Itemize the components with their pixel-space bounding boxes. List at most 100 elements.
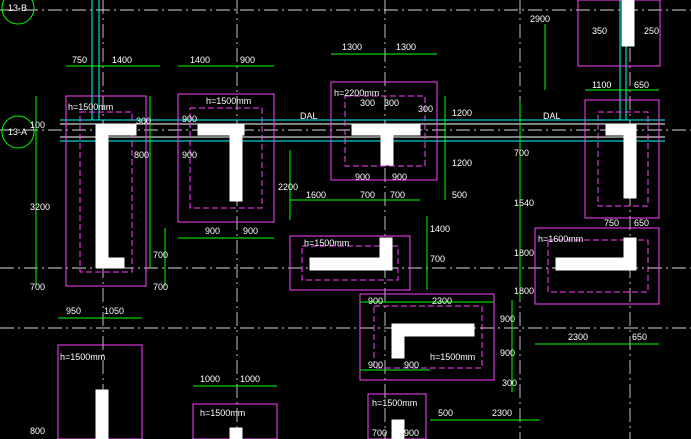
cap-label-4: h=1600mm [538, 234, 583, 244]
wall-top[interactable] [621, 0, 635, 47]
dimension-text: 700 [360, 190, 375, 200]
pile-cap-top[interactable] [577, 0, 661, 67]
wall-4a[interactable] [605, 124, 637, 136]
dimension-text: 900 [368, 296, 383, 306]
cap-label-6: h=1500mm [430, 352, 475, 362]
dimension-text: 900 [240, 55, 255, 65]
dimension-text: 650 [634, 218, 649, 228]
cap-label-5: h=1500mm [304, 238, 349, 248]
dimension-text: 250 [644, 26, 659, 36]
wall-2b[interactable] [229, 134, 243, 202]
dimension-text: 700 [372, 428, 387, 438]
dimension-text: 900 [500, 348, 515, 358]
dimension-text: 900 [205, 226, 220, 236]
pile-cap-5[interactable] [289, 235, 411, 291]
cap-label-3: h=2200mm [334, 88, 379, 98]
dimension-lines [35, 24, 659, 421]
dimension-text: 900 [355, 172, 370, 182]
cap-height-labels: h=1500mm h=1500mm h=2200mm h=1600mm h=15… [60, 88, 583, 418]
axis-bubble-13b[interactable]: 13-B [1, 0, 35, 25]
dimension-text: 1400 [430, 224, 450, 234]
core-walls [95, 0, 637, 439]
dimension-text: 900 [243, 226, 258, 236]
wall-3b[interactable] [380, 134, 394, 166]
wall-2a[interactable] [197, 124, 245, 136]
wall-1c[interactable] [107, 257, 125, 269]
wall-5a[interactable] [309, 257, 393, 271]
dimension-text: 350 [592, 26, 607, 36]
pile-cap-6[interactable] [534, 227, 660, 305]
wall-9[interactable] [229, 427, 243, 439]
dimension-text: 300 [384, 98, 399, 108]
dimension-text: 750 [72, 55, 87, 65]
pile-cap-7[interactable] [359, 293, 495, 381]
dimension-text: 1050 [104, 306, 124, 316]
pile-cap-9[interactable] [192, 403, 278, 439]
beam-label-right: DAL [543, 111, 561, 121]
dimension-text: 700 [514, 148, 529, 158]
wall-4b[interactable] [623, 134, 637, 199]
dimension-text: 2300 [432, 296, 452, 306]
dimension-text: 700 [153, 282, 168, 292]
wall-1b[interactable] [95, 134, 109, 269]
dimension-text: 900 [404, 360, 419, 370]
wall-7a[interactable] [391, 323, 475, 337]
dimension-text: 900 [182, 150, 197, 160]
pile-cap-10[interactable] [367, 393, 427, 439]
dimension-text: 900 [182, 114, 197, 124]
pile-cap-3[interactable] [330, 81, 438, 181]
dimension-text: 900 [368, 360, 383, 370]
beam-label-left: DAL [300, 111, 318, 121]
pile-caps [57, 0, 661, 439]
wall-1a[interactable] [95, 124, 137, 136]
pile-cap-4[interactable] [584, 99, 660, 219]
cap-label-2: h=1500mm [206, 96, 251, 106]
pile-cap-2[interactable] [177, 93, 275, 223]
dimension-text: 1400 [190, 55, 210, 65]
dimension-text: 700 [390, 190, 405, 200]
dimension-text: 1000 [240, 374, 260, 384]
dimension-text: 800 [30, 426, 45, 436]
cap-label-9: h=1500mm [372, 398, 417, 408]
wall-6b[interactable] [623, 237, 637, 259]
beam-dal[interactable] [60, 0, 665, 142]
dimension-text: 1200 [452, 158, 472, 168]
cap-label-1: h=1500mm [68, 102, 113, 112]
dimension-text: 900 [404, 428, 419, 438]
svg-text:13-B: 13-B [8, 3, 27, 13]
svg-text:13-A: 13-A [8, 127, 27, 137]
wall-7b[interactable] [391, 335, 405, 359]
wall-5b[interactable] [379, 237, 393, 259]
wall-10[interactable] [391, 419, 405, 439]
pile-cap-8[interactable] [57, 344, 143, 439]
dimension-text: 1200 [452, 108, 472, 118]
dimension-text: 1800 [514, 286, 534, 296]
dimension-text: 1540 [514, 198, 534, 208]
dimension-text: 750 [604, 218, 619, 228]
wall-8[interactable] [95, 389, 109, 439]
wall-3a[interactable] [351, 124, 421, 136]
dimension-text: 1300 [342, 42, 362, 52]
dimension-text: 1300 [396, 42, 416, 52]
cap-label-8: h=1500mm [200, 408, 245, 418]
dimension-text: 1800 [514, 248, 534, 258]
dimension-text: 1100 [592, 80, 611, 90]
dimension-text: 650 [632, 332, 647, 342]
dimension-texts: 750 1400 1400 900 1300 1300 2900 350 250… [30, 14, 659, 438]
dimension-text: 1000 [200, 374, 220, 384]
dimension-text: 1400 [112, 55, 132, 65]
cap-label-7: h=1500mm [60, 352, 105, 362]
dimension-text: 700 [430, 254, 445, 264]
dimension-text: 2300 [492, 408, 512, 418]
dimension-text: 3200 [30, 202, 50, 212]
dimension-text: 100 [30, 120, 45, 130]
dimension-text: 300 [136, 116, 151, 126]
dimension-text: 300 [360, 98, 375, 108]
dimension-text: 2900 [530, 14, 550, 24]
pile-cap-1[interactable] [65, 95, 147, 287]
dimension-text: 700 [30, 282, 45, 292]
wall-6a[interactable] [555, 257, 637, 271]
axis-bubble-13a[interactable]: 13-A [1, 115, 35, 149]
dimension-text: 300 [502, 378, 517, 388]
